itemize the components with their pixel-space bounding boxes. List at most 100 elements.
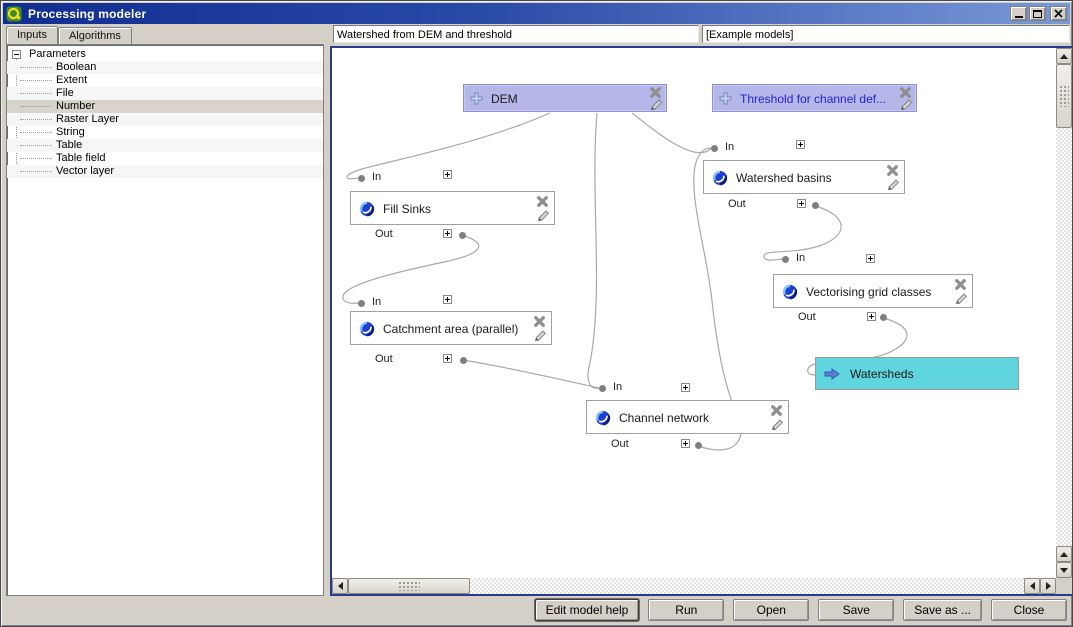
catchment-area-in-port[interactable] [358, 300, 365, 307]
node-label: Catchment area (parallel) [383, 322, 519, 336]
watershed-basins-out-port[interactable] [812, 202, 819, 209]
tree-item-file[interactable]: File [7, 87, 323, 100]
delete-node-icon[interactable] [899, 86, 912, 99]
close-button[interactable] [1050, 6, 1067, 21]
delete-node-icon[interactable] [770, 404, 783, 417]
tree-item-vector-layer[interactable]: Vector layer [7, 165, 323, 178]
tree-item-number[interactable]: Number [7, 100, 323, 113]
edit-node-icon[interactable] [954, 290, 968, 304]
close-dialog-button[interactable]: Close [991, 599, 1067, 621]
node-channel-network[interactable]: Channel network [586, 400, 789, 434]
scroll-right-button[interactable] [1040, 578, 1056, 594]
tree-item-string[interactable]: String [7, 126, 323, 139]
vectorising-in-expand[interactable] [866, 254, 875, 263]
save-button[interactable]: Save [818, 599, 895, 621]
node-input-threshold[interactable]: Threshold for channel def... [712, 84, 917, 112]
channel-network-in-port[interactable] [599, 385, 606, 392]
watershed-basins-out-expand[interactable] [797, 199, 806, 208]
saga-algorithm-icon [359, 201, 375, 217]
run-button[interactable]: Run [648, 599, 725, 621]
channel-network-out-expand[interactable] [681, 439, 690, 448]
connections-layer [342, 112, 908, 451]
open-button[interactable]: Open [733, 599, 810, 621]
thumb-grip [398, 581, 420, 591]
fill-sinks-in-expand[interactable] [443, 170, 452, 179]
tree-item-boolean[interactable]: Boolean [7, 61, 323, 74]
scroll-left-button-2[interactable] [1024, 578, 1040, 594]
scroll-up-button[interactable] [1056, 48, 1072, 64]
node-fill-sinks[interactable]: Fill Sinks [350, 191, 555, 225]
arrow-up-icon [1060, 551, 1068, 557]
vectorising-out-label: Out [798, 311, 816, 323]
hscroll-track[interactable] [348, 578, 1024, 594]
node-label: Vectorising grid classes [806, 285, 932, 299]
delete-node-icon[interactable] [649, 86, 662, 99]
output-arrow-icon [824, 368, 840, 380]
tree-item-raster-layer[interactable]: Raster Layer [7, 113, 323, 126]
tree-item-table[interactable]: Table [7, 139, 323, 152]
fill-sinks-out-port[interactable] [459, 232, 466, 239]
maximize-button[interactable] [1029, 6, 1046, 21]
delete-node-icon[interactable] [533, 315, 546, 328]
connection-catchment-channelnetwork [462, 359, 600, 389]
minimize-button[interactable] [1010, 6, 1027, 21]
hscroll-thumb[interactable] [348, 578, 470, 594]
scroll-left-button[interactable] [332, 578, 348, 594]
delete-node-icon[interactable] [886, 164, 899, 177]
edit-model-help-button[interactable]: Edit model help [534, 599, 640, 621]
vectorising-in-port[interactable] [782, 256, 789, 263]
node-output-watersheds[interactable]: Watersheds [815, 357, 1019, 390]
vectorising-out-port[interactable] [880, 314, 887, 321]
channel-network-out-port[interactable] [695, 442, 702, 449]
connection-dem-channelnetwork [587, 112, 600, 389]
edit-node-icon[interactable] [536, 207, 550, 221]
watershed-basins-in-port[interactable] [711, 145, 718, 152]
save-as-button[interactable]: Save as ... [903, 599, 982, 621]
titlebar[interactable]: Processing modeler [3, 3, 1070, 24]
channel-network-in-expand[interactable] [681, 383, 690, 392]
vectorising-out-expand[interactable] [867, 312, 876, 321]
model-group-input[interactable]: [Example models] [702, 25, 1070, 43]
catchment-area-out-expand[interactable] [443, 354, 452, 363]
node-watershed-basins[interactable]: Watershed basins [703, 160, 905, 194]
model-canvas[interactable]: DEM Threshold for channel def... [332, 48, 1056, 578]
fill-sinks-out-expand[interactable] [443, 229, 452, 238]
vscroll-thumb[interactable] [1056, 64, 1072, 128]
delete-node-icon[interactable] [536, 195, 549, 208]
connection-dem-fillsinks [346, 112, 551, 180]
edit-node-icon[interactable] [886, 176, 900, 190]
fill-sinks-in-port[interactable] [358, 175, 365, 182]
scroll-down-button[interactable] [1056, 562, 1072, 578]
node-catchment-area[interactable]: Catchment area (parallel) [350, 311, 552, 345]
catchment-area-in-expand[interactable] [443, 295, 452, 304]
channel-network-out-label: Out [611, 438, 629, 450]
arrow-down-icon [1060, 567, 1068, 573]
tree-item-extent[interactable]: Extent [7, 74, 323, 87]
scroll-up-button-2[interactable] [1056, 546, 1072, 562]
model-name-input[interactable]: Watershed from DEM and threshold [333, 25, 699, 43]
catchment-area-out-port[interactable] [460, 357, 467, 364]
window-title: Processing modeler [28, 6, 147, 21]
watershed-basins-in-expand[interactable] [796, 140, 805, 149]
node-input-dem[interactable]: DEM [463, 84, 667, 112]
delete-node-icon[interactable] [954, 278, 967, 291]
arrow-right-icon [1045, 582, 1051, 590]
canvas-horizontal-scrollbar[interactable] [332, 578, 1056, 594]
node-vectorising-grid-classes[interactable]: Vectorising grid classes [773, 274, 973, 308]
canvas-vertical-scrollbar[interactable] [1056, 48, 1072, 578]
tab-inputs[interactable]: Inputs [6, 26, 58, 44]
vscroll-track[interactable] [1056, 64, 1072, 546]
watershed-basins-in-label: In [725, 141, 735, 153]
edit-node-icon[interactable] [533, 327, 547, 341]
edit-node-icon[interactable] [770, 416, 784, 430]
channel-network-in-label: In [613, 381, 623, 393]
tree-item-table-field[interactable]: Table field [7, 152, 323, 165]
collapse-icon[interactable] [12, 50, 21, 59]
tab-algorithms[interactable]: Algorithms [57, 27, 132, 44]
tree-item-parameters[interactable]: Parameters [7, 48, 323, 61]
edit-node-icon[interactable] [649, 96, 663, 110]
edit-node-icon[interactable] [899, 96, 913, 110]
watershed-basins-out-label: Out [728, 198, 746, 210]
